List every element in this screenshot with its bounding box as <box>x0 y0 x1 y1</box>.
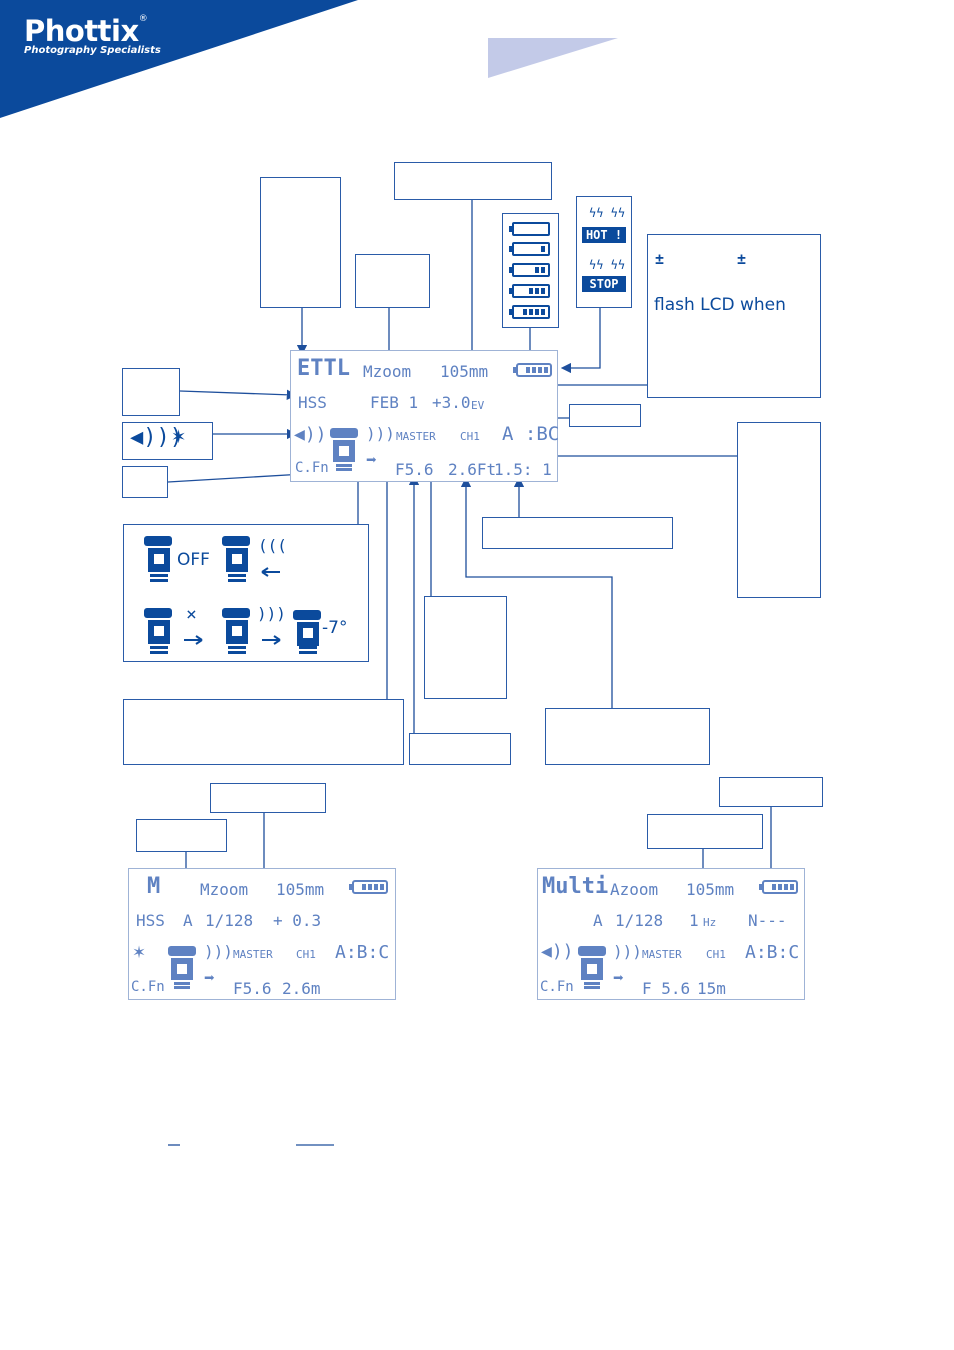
m-flash-unit-icon <box>168 946 196 989</box>
multi-groups-label: A:B:C <box>745 942 800 963</box>
arrow-right-icon: ➡ <box>366 450 377 471</box>
multi-group-label: A <box>593 911 603 930</box>
multi-freq-value: 1 <box>689 911 699 930</box>
callout-feb <box>123 699 404 765</box>
zoom-mode-label: Mzoom <box>363 362 412 381</box>
m-groups-label: A:B:C <box>335 942 390 963</box>
m-comp-value: + 0.3 <box>273 911 322 930</box>
callout-channel <box>569 404 641 427</box>
callout-sound <box>122 422 213 460</box>
hss-label: HSS <box>298 393 327 412</box>
callout-flash-compensation <box>647 234 821 398</box>
m-aperture-value: F5.6 <box>233 979 272 998</box>
multi-channel-label: CH1 <box>706 948 726 961</box>
callout-multi-freq <box>647 814 763 849</box>
plus-minus-symbol: ± <box>737 250 747 268</box>
m-mode-label: M <box>147 874 161 899</box>
cfn-label: C.Fn <box>295 460 329 476</box>
multi-distance-value: 15m <box>697 979 726 998</box>
channel-label: CH1 <box>460 430 480 443</box>
master-label: MASTER <box>396 430 436 443</box>
callout-groups <box>737 422 821 598</box>
flash-unit-icon <box>330 428 358 471</box>
m-wireless-signal-icon: ))) <box>204 942 233 961</box>
multi-wireless-signal-icon: ))) <box>613 942 642 961</box>
callout-master <box>424 596 507 699</box>
sound-on-icon: ◀))) <box>130 425 183 450</box>
callout-hss <box>122 368 180 416</box>
feb-value: FEB 1 <box>370 393 419 412</box>
callout-cfn <box>122 466 168 498</box>
multi-cfn-label: C.Fn <box>540 979 574 995</box>
multi-count-value: N--- <box>748 911 787 930</box>
m-zoom-value: 105mm <box>276 880 325 899</box>
m-distance-value: 2.6m <box>282 979 321 998</box>
m-cfn-label: C.Fn <box>131 979 165 995</box>
multi-zoom-mode-label: Azoom <box>610 880 659 899</box>
battery-icon <box>513 363 552 377</box>
header-banner <box>0 0 618 118</box>
callout-multi-count <box>719 777 823 807</box>
m-power-value: 1/128 <box>205 911 254 930</box>
brand-logo: Phottix® Photography Specialists <box>24 14 161 56</box>
m-channel-label: CH1 <box>296 948 316 961</box>
off-label: OFF <box>177 550 210 570</box>
callout-flash-mode <box>260 177 341 308</box>
callout-aperture <box>409 733 511 765</box>
callout-zoom-mode <box>355 254 430 308</box>
ratio-value: 1.5: 1 <box>494 460 552 479</box>
multi-mode-label: Multi <box>542 874 609 899</box>
groups-label: A :BC <box>502 423 560 445</box>
multi-sound-icon: ◀)) <box>541 941 574 962</box>
m-zoom-mode-label: Mzoom <box>200 880 249 899</box>
multi-freq-unit: Hz <box>703 916 717 929</box>
m-sound-off-icon: ✶ <box>133 939 146 963</box>
send-waves-icon: ))) <box>257 604 286 623</box>
brand-tagline: Photography Specialists <box>24 45 161 56</box>
multi-battery-icon <box>759 880 798 894</box>
aperture-value: F5.6 <box>395 460 434 479</box>
sound-icon: ◀)) <box>294 424 327 445</box>
m-hss-label: HSS <box>136 911 165 930</box>
stop-warning-badge: STOP <box>582 276 626 292</box>
callout-m-group <box>136 819 227 852</box>
callout-zoom-value <box>394 162 552 200</box>
brand-name: Phottix <box>24 14 139 48</box>
distance-value: 2.6Ft <box>448 460 497 479</box>
m-group-label: A <box>183 911 193 930</box>
callout-distance <box>545 708 710 765</box>
wireless-signal-icon: ))) <box>366 424 395 443</box>
ettl-mode-label: ETTL <box>297 356 350 381</box>
wireless-modes-icons <box>144 536 321 654</box>
heat-waves-icon: ϟϟ ϟϟ <box>589 258 626 272</box>
heat-waves-icon: ϟϟ ϟϟ <box>589 206 626 220</box>
multi-master-label: MASTER <box>642 948 682 961</box>
hot-warning-badge: HOT ! <box>582 227 626 243</box>
zoom-value: 105mm <box>440 362 489 381</box>
m-master-label: MASTER <box>233 948 273 961</box>
multi-arrow-right-icon: ➡ <box>613 968 624 989</box>
registered-mark: ® <box>138 14 148 24</box>
sound-off-icon: ✶ <box>172 424 186 449</box>
angle-label: -7° <box>322 618 348 638</box>
multi-power-value: 1/128 <box>615 911 664 930</box>
cross-label: × <box>186 604 197 625</box>
multi-aperture-value: F 5.6 <box>642 979 691 998</box>
battery-levels-icon <box>509 222 550 319</box>
m-battery-icon <box>349 880 388 894</box>
ev-value: +3.0 <box>432 393 471 412</box>
callout-m-power <box>210 783 326 813</box>
multi-flash-unit-icon <box>578 946 606 989</box>
flash-lcd-text: flash LCD when <box>654 295 786 315</box>
callout-ratio <box>482 517 673 549</box>
m-arrow-right-icon: ➡ <box>204 968 215 989</box>
multi-zoom-value: 105mm <box>686 880 735 899</box>
plus-minus-symbol: ± <box>655 250 665 268</box>
receive-waves-icon: ((( <box>258 536 287 555</box>
ev-unit: EV <box>471 399 485 412</box>
